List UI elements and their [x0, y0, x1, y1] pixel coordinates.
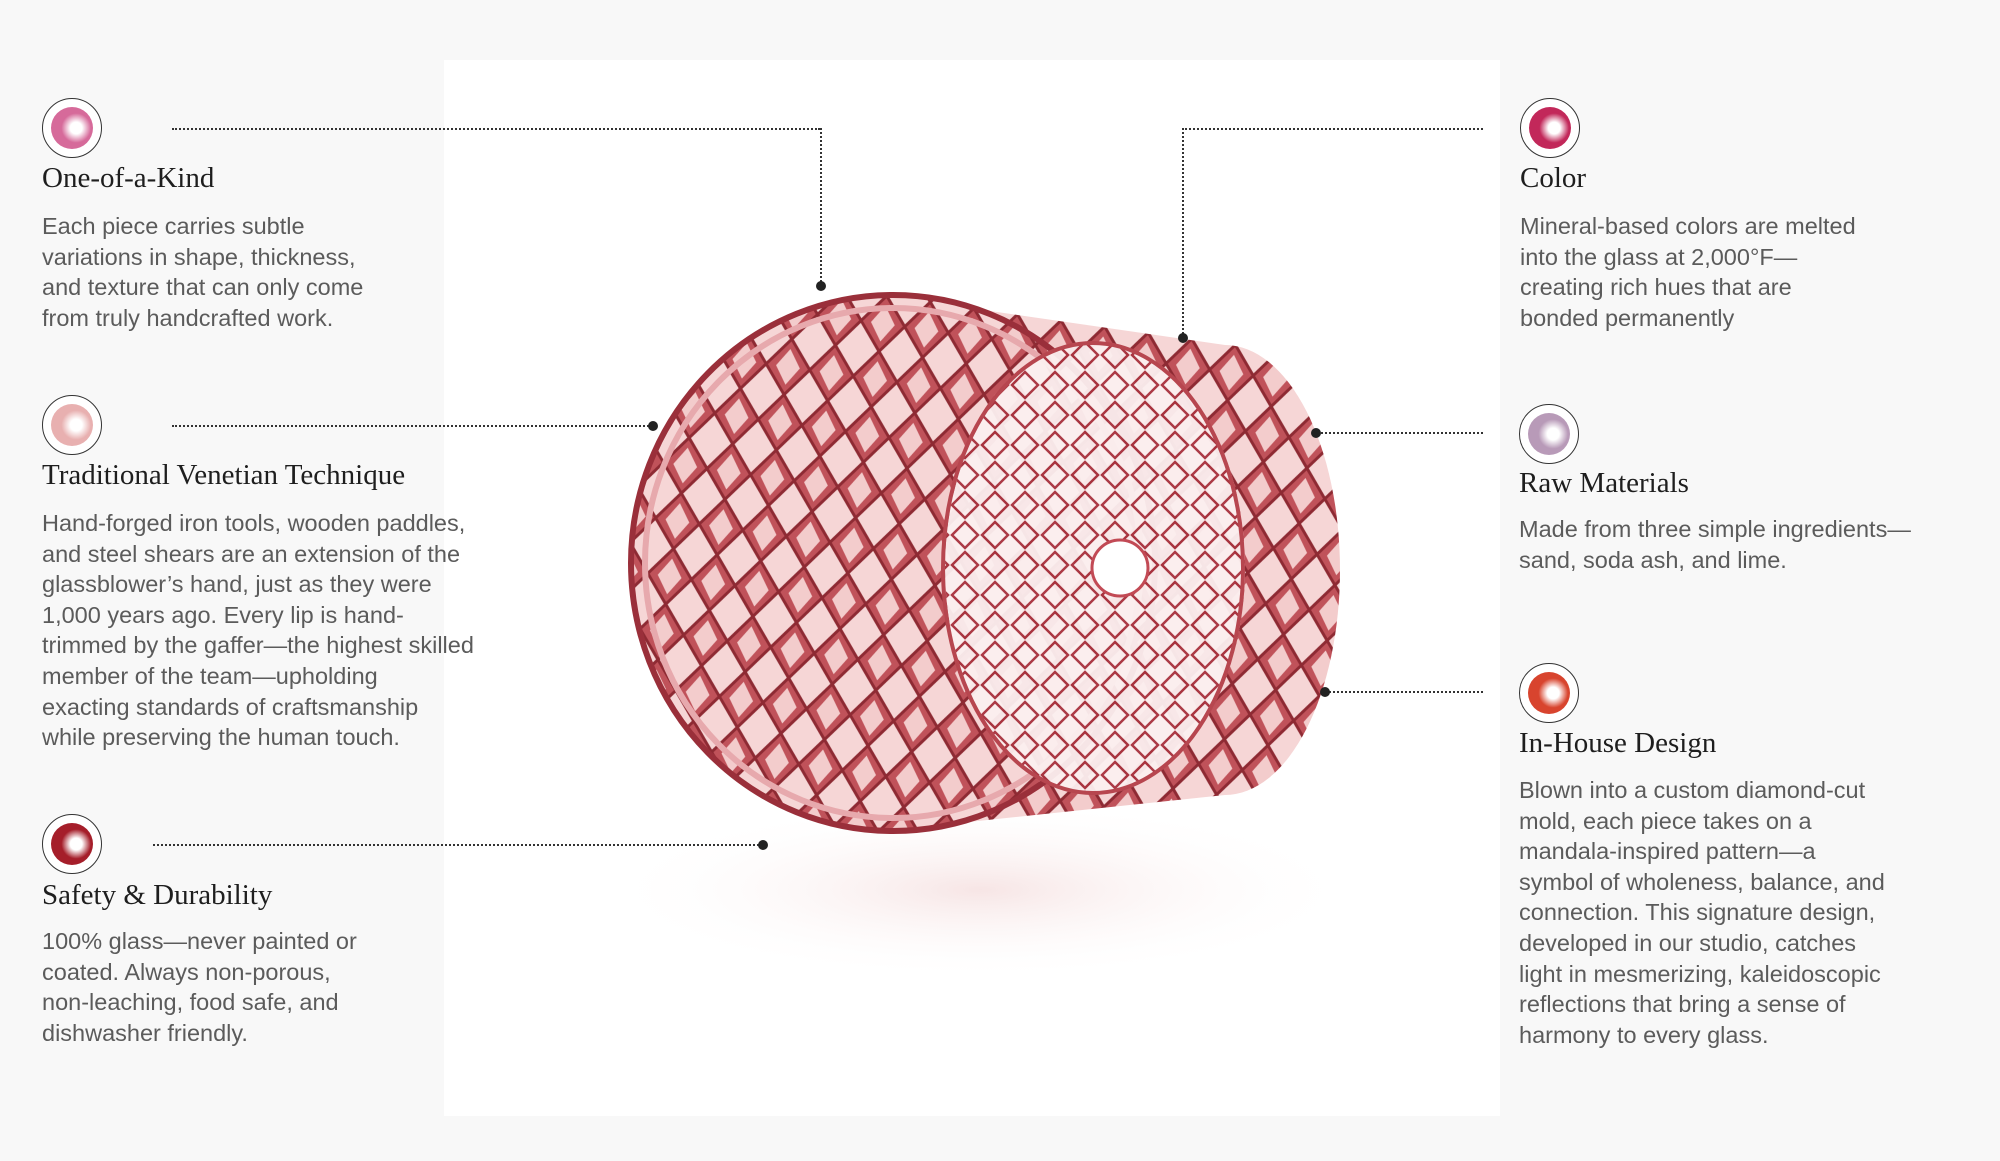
feature-description: Mineral-based colors are melted into the … — [1520, 211, 1856, 333]
description-line: coated. Always non-porous, — [42, 958, 331, 985]
connector-color-drop — [1182, 128, 1184, 338]
feature-title: Raw Materials — [1519, 467, 1689, 499]
glass-thumbnail — [1529, 107, 1571, 149]
feature-description: Hand-forged iron tools, wooden paddles, a… — [42, 508, 474, 753]
description-line: connection. This signature design, — [1519, 899, 1876, 926]
connector-raw-materials — [1316, 432, 1483, 434]
description-line: creating rich hues that are — [1520, 274, 1792, 301]
callout-dot — [1320, 687, 1330, 697]
pink-glass-thumbnail-icon — [42, 98, 102, 158]
connector-safety-durability — [153, 844, 763, 846]
feature-title: Traditional Venetian Technique — [42, 459, 406, 491]
description-line: Hand-forged iron tools, wooden paddles, — [42, 510, 466, 536]
glass-thumbnail — [51, 107, 93, 149]
glass-thumbnail — [1528, 672, 1570, 714]
red-glass-thumbnail-icon — [42, 814, 102, 874]
clear-pink-glass-thumbnail-icon — [42, 395, 102, 455]
description-line: Each piece carries subtle — [42, 213, 305, 239]
callout-dot — [1311, 428, 1321, 438]
magenta-glass-thumbnail-icon — [1520, 98, 1580, 158]
description-line: glassblower’s hand, just as they were — [42, 571, 432, 598]
feature-title: In-House Design — [1519, 727, 1717, 759]
description-line: from truly handcrafted work. — [42, 304, 334, 331]
description-line: Mineral-based colors are melted — [1520, 213, 1856, 239]
description-line: member of the team—upholding — [42, 662, 378, 689]
feature-description: Each piece carries subtle variations in s… — [42, 211, 363, 333]
feature-title: Color — [1520, 162, 1587, 194]
connector-venetian-technique — [172, 425, 653, 427]
description-line: trimmed by the gaffer—the highest skille… — [42, 632, 474, 659]
description-line: exacting standards of craftsmanship — [42, 693, 419, 720]
description-line: while preserving the human touch. — [42, 724, 400, 751]
description-line: 100% glass—never painted or — [42, 928, 357, 954]
feature-title: Safety & Durability — [42, 879, 273, 911]
pink-patterned-tumbler-image — [600, 292, 1360, 980]
description-line: dishwasher friendly. — [42, 1019, 248, 1046]
feature-title: One-of-a-Kind — [42, 162, 215, 194]
feature-description: Blown into a custom diamond-cut mold, eac… — [1519, 775, 1885, 1050]
connector-color — [1182, 128, 1483, 130]
description-line: mandala-inspired pattern—a — [1519, 838, 1816, 865]
description-line: symbol of wholeness, balance, and — [1519, 868, 1885, 895]
description-line: sand, soda ash, and lime. — [1519, 546, 1787, 573]
feature-description: Made from three simple ingredients— sand,… — [1519, 514, 1911, 575]
description-line: into the glass at 2,000°F— — [1520, 243, 1798, 270]
description-line: and texture that can only come — [42, 274, 364, 301]
description-line: variations in shape, thickness, — [42, 243, 356, 270]
description-line: non-leaching, food safe, and — [42, 989, 339, 1016]
connector-one-of-a-kind-drop — [820, 128, 822, 286]
description-line: developed in our studio, catches — [1519, 929, 1857, 956]
connector-in-house-design — [1325, 691, 1483, 693]
description-line: harmony to every glass. — [1519, 1021, 1769, 1048]
glass-thumbnail — [1528, 413, 1570, 455]
lavender-glass-thumbnail-icon — [1519, 404, 1579, 464]
callout-dot — [1178, 333, 1188, 343]
description-line: Made from three simple ingredients— — [1519, 516, 1911, 542]
glass-thumbnail — [51, 404, 93, 446]
callout-dot — [648, 421, 658, 431]
description-line: light in mesmerizing, kaleidoscopic — [1519, 960, 1881, 987]
callout-dot — [758, 840, 768, 850]
connector-one-of-a-kind — [172, 128, 820, 130]
description-line: 1,000 years ago. Every lip is hand- — [42, 601, 404, 628]
coral-red-glass-thumbnail-icon — [1519, 663, 1579, 723]
glass-thumbnail — [51, 823, 93, 865]
description-line: and steel shears are an extension of the — [42, 540, 461, 567]
description-line: mold, each piece takes on a — [1519, 807, 1812, 834]
feature-description: 100% glass—never painted or coated. Alway… — [42, 926, 357, 1048]
description-line: Blown into a custom diamond-cut — [1519, 777, 1866, 803]
description-line: bonded permanently — [1520, 304, 1735, 331]
description-line: reflections that bring a sense of — [1519, 991, 1846, 1018]
callout-dot — [816, 281, 826, 291]
